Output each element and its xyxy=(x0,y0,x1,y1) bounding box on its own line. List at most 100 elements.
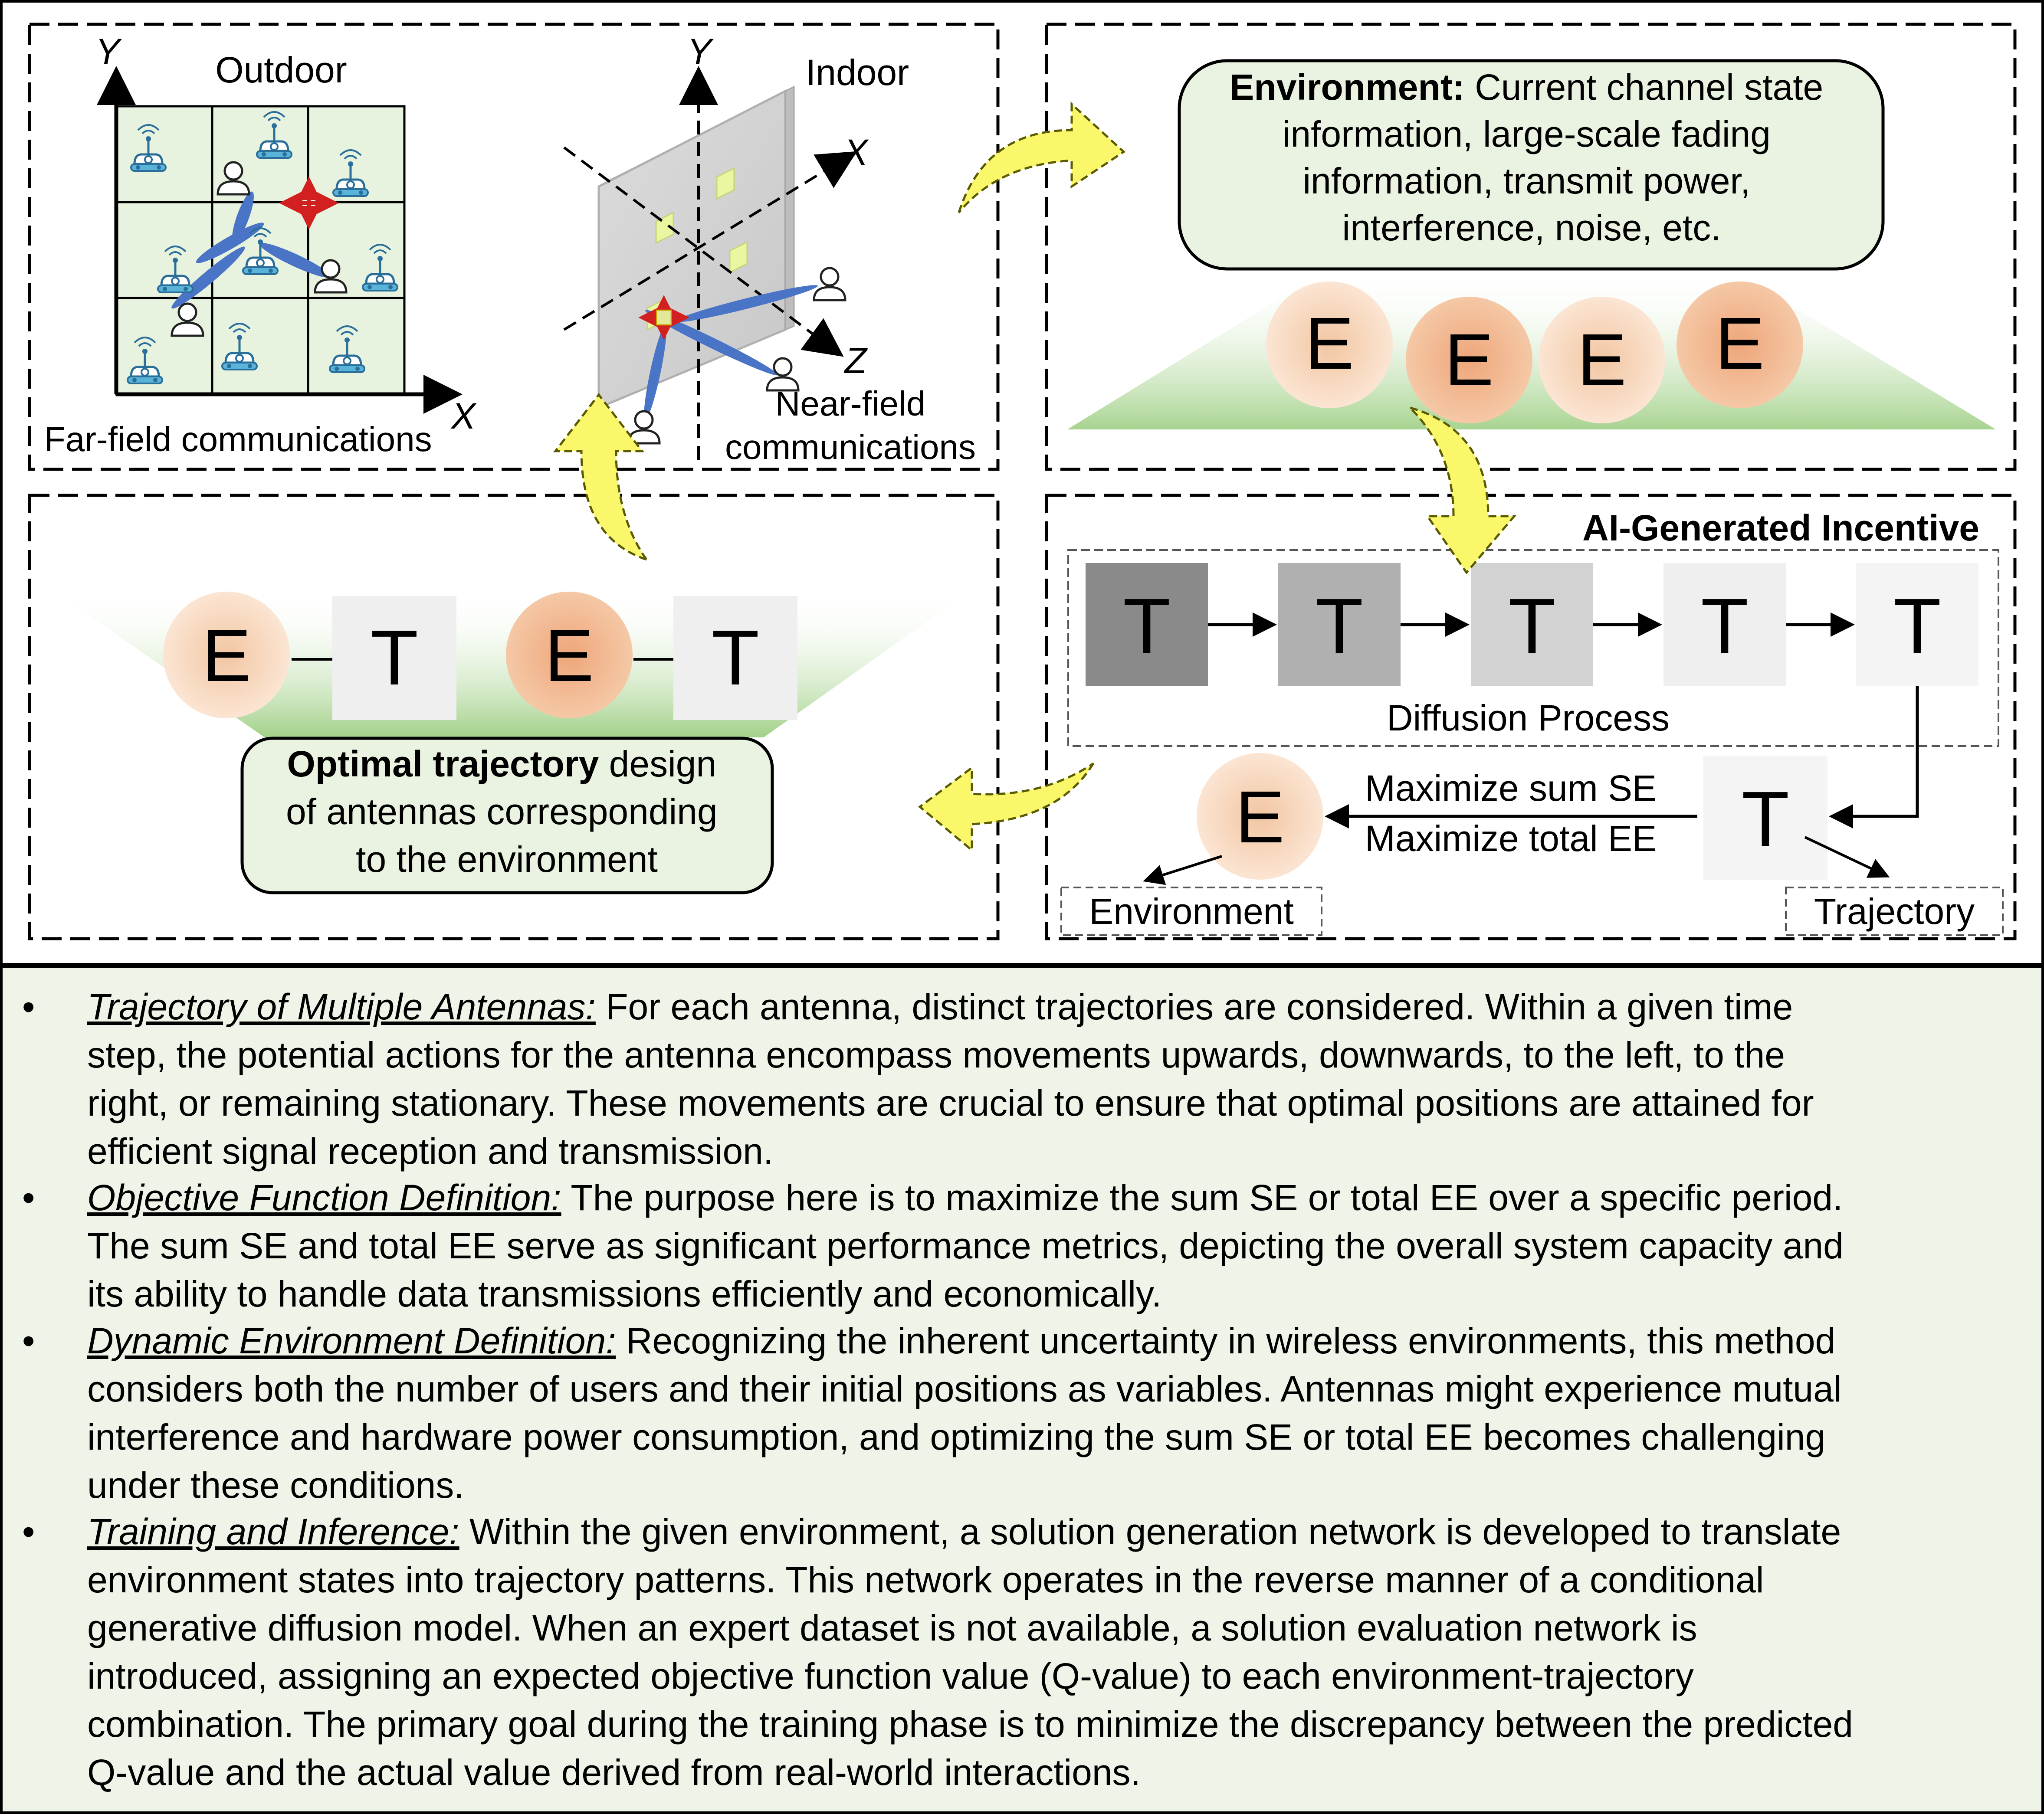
indoor-x-arrow xyxy=(814,151,857,188)
environment-description: Environment: Current channel state infor… xyxy=(1230,67,1833,248)
bullet-text: efficient signal reception and transmiss… xyxy=(87,1131,774,1172)
bullet-text: combination. The primary goal during the… xyxy=(87,1704,1854,1745)
environment-branch-arrow xyxy=(1143,855,1222,885)
near-field-label-line1: Near-field xyxy=(775,384,926,423)
environment-description-box xyxy=(1178,59,1885,271)
diffusion-chain: T T T T T xyxy=(1086,563,1978,686)
bullet-text: interference and hardware power consumpt… xyxy=(87,1417,1826,1457)
trajectory-output-label: Trajectory xyxy=(1814,891,1975,932)
indoor-z-arrow xyxy=(801,318,844,357)
output-trajectory-token xyxy=(1703,756,1827,880)
output-trajectory-token-label: T xyxy=(1742,776,1789,863)
outdoor-y-label: Y xyxy=(95,31,122,72)
curved-arrow-icon xyxy=(553,393,650,562)
far-field-label: Far-field communications xyxy=(44,420,432,458)
trajectory-traj-token xyxy=(673,596,797,720)
environment-token-label: E xyxy=(1444,319,1493,401)
bullet-heading: Training and Inference: xyxy=(87,1511,459,1552)
environment-token xyxy=(1677,282,1803,408)
bullet-dot: • xyxy=(22,1511,35,1552)
curved-arrow-icon xyxy=(918,762,1095,853)
maximize-ee-label: Maximize total EE xyxy=(1365,818,1657,859)
diffusion-step xyxy=(1278,563,1401,686)
bullet-text: its ability to handle data transmissions… xyxy=(87,1274,1162,1314)
maximize-se-label: Maximize sum SE xyxy=(1365,768,1657,809)
bullet-text: environment states into trajectory patte… xyxy=(87,1559,1764,1600)
bullet-heading: Dynamic Environment Definition: xyxy=(87,1320,616,1361)
flow-arrows xyxy=(553,102,1517,853)
diffusion-step xyxy=(1663,563,1786,686)
curved-arrow-icon xyxy=(958,102,1126,213)
diffusion-step-label: T xyxy=(1316,583,1363,670)
diffusion-step-label: T xyxy=(1893,583,1941,670)
bullet-item: • Dynamic Environment Definition: Recogn… xyxy=(22,1317,2027,1509)
trajectory-traj-token xyxy=(332,596,456,720)
indoor-movement-arrows-icon xyxy=(642,298,686,337)
outdoor-label: Outdoor xyxy=(215,49,347,90)
bullet-text: considers both the number of users and t… xyxy=(87,1369,1842,1409)
bullet-text: The sum SE and total EE serve as signifi… xyxy=(87,1225,1844,1266)
trajectory-tokens: E T E T xyxy=(163,592,797,720)
bullet-dot: • xyxy=(22,986,35,1027)
bullet-dot: • xyxy=(22,1177,35,1218)
trajectory-token-label: T xyxy=(712,614,759,701)
diffusion-step-label: T xyxy=(1123,583,1171,670)
bullet-text: The purpose here is to maximize the sum … xyxy=(561,1177,1843,1218)
diffusion-step xyxy=(1856,563,1978,686)
trajectory-env-token xyxy=(163,592,290,718)
bullet-heading: Trajectory of Multiple Antennas: xyxy=(87,986,596,1027)
environment-token xyxy=(1406,297,1532,423)
trajectory-token-label: E xyxy=(202,615,251,697)
trajectory-token-label: E xyxy=(545,615,594,697)
bullet-heading: Objective Function Definition: xyxy=(87,1177,561,1218)
incentive-title: AI-Generated Incentive xyxy=(1582,508,1979,548)
indoor-x-axis xyxy=(563,159,843,331)
environment-token-label: E xyxy=(1715,302,1764,385)
environment-token-label: E xyxy=(1577,319,1626,401)
environment-token xyxy=(1539,297,1665,423)
indoor-x-label: X xyxy=(843,132,869,173)
bullet-text: For each antenna, distinct trajectories … xyxy=(595,986,1793,1027)
environment-output-label: Environment xyxy=(1089,891,1294,932)
diffusion-process-label: Diffusion Process xyxy=(1387,697,1670,738)
trajectory-token-label: T xyxy=(371,614,418,701)
diffusion-step-label: T xyxy=(1701,583,1749,670)
diffusion-step-label: T xyxy=(1508,583,1556,670)
trajectory-output-box xyxy=(1785,887,2004,936)
output-environment-token-label: E xyxy=(1235,776,1284,858)
near-field-label-line2: communications xyxy=(725,428,976,466)
environment-output-box xyxy=(1060,887,1322,936)
indoor-antenna-panel xyxy=(597,85,795,409)
bullet-item: • Objective Function Definition: The pur… xyxy=(22,1174,2027,1318)
bullet-text: Recognizing the inherent uncertainty in … xyxy=(616,1320,1836,1361)
bullet-item: • Training and Inference: Within the giv… xyxy=(22,1508,2027,1797)
diffusion-step xyxy=(1086,563,1208,686)
trajectory-branch-arrow xyxy=(1804,836,1890,878)
environment-token xyxy=(1266,282,1393,408)
trajectory-env-token xyxy=(506,592,633,718)
outdoor-x-label: X xyxy=(450,396,477,436)
indoor-z-axis xyxy=(563,146,825,344)
indoor-z-label: Z xyxy=(843,340,868,381)
bullet-text: Within the given environment, a solution… xyxy=(459,1511,1841,1552)
framework-diagram: Y X Outdoor Far-field communications xyxy=(0,0,2044,966)
diffusion-step xyxy=(1471,563,1593,686)
environment-token-label: E xyxy=(1305,302,1354,385)
diffusion-process-box xyxy=(1067,549,1999,747)
indoor-y-label: Y xyxy=(687,31,714,72)
description-panel: • Trajectory of Multiple Antennas: For e… xyxy=(0,966,2044,1814)
bullet-text: step, the potential actions for the ante… xyxy=(87,1035,1785,1075)
bullet-text: Q-value and the actual value derived fro… xyxy=(87,1752,1141,1793)
indoor-label: Indoor xyxy=(806,52,909,93)
trajectory-description: Optimal trajectory design of antennas co… xyxy=(286,743,728,880)
diffusion-to-output-arrow xyxy=(1829,686,1919,828)
trajectory-description-box xyxy=(240,737,774,894)
bullet-text: under these conditions. xyxy=(87,1465,464,1506)
indoor-beams xyxy=(644,285,818,420)
bullet-text: generative diffusion model. When an expe… xyxy=(87,1608,1697,1648)
bullet-text: introduced, assigning an expected object… xyxy=(87,1656,1694,1696)
output-environment-token xyxy=(1197,753,1323,880)
bullet-text: right, or remaining stationary. These mo… xyxy=(87,1083,1814,1123)
bullet-item: • Trajectory of Multiple Antennas: For e… xyxy=(22,983,2027,1175)
environment-tokens: E E E E xyxy=(1266,282,1803,423)
